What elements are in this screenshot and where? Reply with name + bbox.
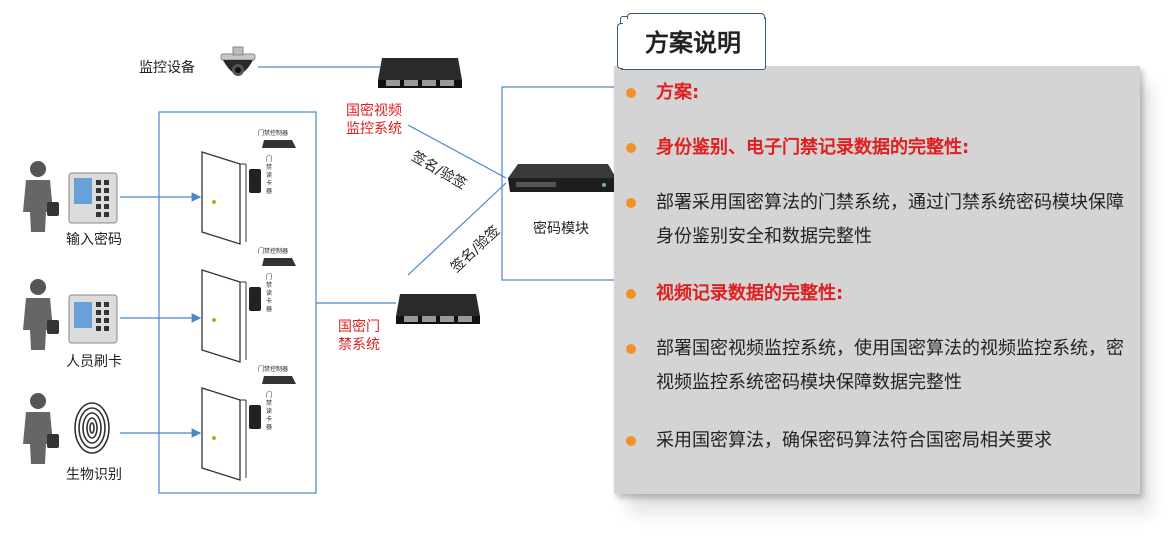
bullet-dot (626, 289, 636, 299)
fingerprint-icon (74, 402, 110, 454)
panel-item-video-deploy: 部署国密视频监控系统，使用国密算法的视频监控系统，密视频监控系统密码模块保障数据… (656, 338, 1124, 393)
card-reader-icon (68, 294, 118, 344)
label-video-system-line2: 监控系统 (346, 121, 402, 137)
dome-camera-icon (220, 46, 256, 76)
sign-line-bottom (407, 182, 507, 276)
label-monitor-device: 监控设备 (139, 60, 195, 76)
door-icon (201, 151, 247, 245)
label-access-system-line1: 国密门 (338, 319, 380, 335)
panel-item-video-integrity: 视频记录数据的完整性: (656, 283, 844, 304)
bullet-dot (626, 436, 636, 446)
door-controller-icon (262, 140, 296, 148)
door-reader-label: 门禁读卡器 (266, 392, 273, 431)
panel-title-scroll: 方案说明 (617, 13, 766, 70)
label-input-password: 输入密码 (66, 232, 122, 248)
label-access-system: 国密门 禁系统 (338, 318, 380, 354)
keypad-icon (68, 172, 118, 224)
door-unit-1: 门禁控制器 门禁读卡器 (200, 128, 310, 248)
bullet-dot (626, 344, 636, 354)
label-access-system-line2: 禁系统 (338, 337, 380, 353)
door-reader-icon (249, 287, 261, 311)
door-unit-2: 门禁控制器 门禁读卡器 (200, 246, 310, 366)
bullet-dot (626, 143, 636, 153)
door-reader-icon (249, 169, 261, 193)
video-recorder-icon (378, 58, 462, 88)
crypto-module-device-icon (508, 164, 616, 192)
label-crypto-module: 密码模块 (533, 221, 589, 237)
door-controller-icon (262, 376, 296, 384)
bullet-dot (626, 88, 636, 98)
bullet-dot (626, 198, 636, 208)
door-icon (201, 387, 247, 481)
label-biometric: 生物识别 (66, 467, 122, 483)
door-reader-icon (249, 405, 261, 429)
access-recorder-icon (396, 294, 480, 324)
door-unit-3: 门禁控制器 门禁读卡器 (200, 364, 310, 484)
person-icon-2 (23, 279, 59, 350)
label-video-system: 国密视频 监控系统 (346, 102, 402, 138)
door-reader-label: 门禁读卡器 (266, 274, 273, 313)
panel-item-identity-integrity: 身份鉴别、电子门禁记录数据的完整性: (656, 137, 970, 158)
person-icon-3 (23, 393, 59, 464)
label-swipe-card: 人员刷卡 (66, 354, 122, 370)
panel-title: 方案说明 (645, 28, 741, 57)
label-video-system-line1: 国密视频 (346, 103, 402, 119)
door-icon (201, 269, 247, 363)
panel-item-access-deploy: 部署采用国密算法的门禁系统，通过门禁系统密码模块保障身份鉴别安全和数据完整性 (656, 192, 1124, 247)
door-controller-label: 门禁控制器 (258, 248, 289, 255)
door-controller-label: 门禁控制器 (258, 366, 289, 373)
sign-line-top (407, 124, 507, 179)
explanation-panel (614, 66, 1140, 494)
panel-item-algorithm: 采用国密算法，确保密码算法符合国密局相关要求 (656, 430, 1052, 451)
panel-item-scheme: 方案: (656, 82, 700, 103)
person-icon-1 (23, 161, 59, 232)
door-reader-label: 门禁读卡器 (266, 156, 273, 195)
door-controller-icon (262, 258, 296, 266)
door-controller-label: 门禁控制器 (258, 130, 289, 137)
